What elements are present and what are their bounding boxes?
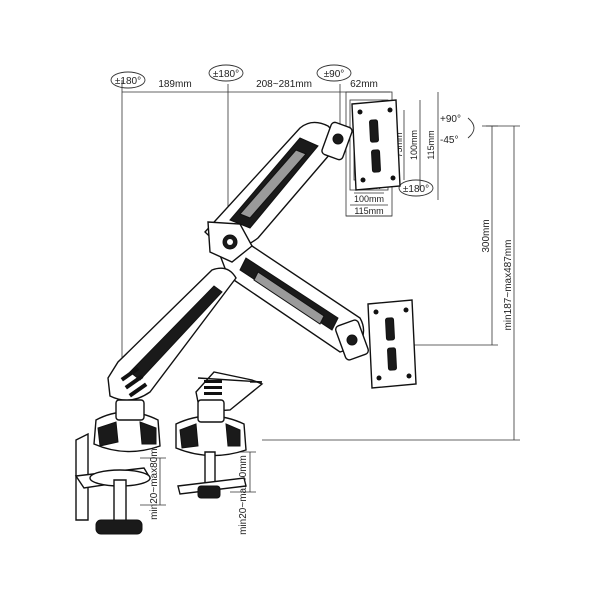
first-arm-length-label: 189mm: [158, 79, 191, 90]
vesa-115-vertical-label: 115mm: [426, 130, 436, 159]
desk-clamp: [74, 399, 161, 535]
tilt-arc-icon: [467, 117, 475, 139]
vesa-rotation-label: ±180°: [403, 184, 429, 195]
swivel-badge: ±90°: [316, 64, 352, 82]
swivel-label: ±90°: [324, 69, 345, 80]
vesa-100-vertical-label: 100mm: [409, 130, 419, 160]
dimension-lines: [121, 80, 520, 506]
arm-vent-slots: [120, 366, 148, 398]
rear-vent-slots: [204, 380, 222, 395]
base-rotation-label: ±180°: [115, 76, 141, 87]
lower-forearm: [217, 237, 370, 361]
desk-surface: [197, 377, 263, 383]
upper-vesa-plate: [351, 99, 401, 191]
lower-vesa-plate: [367, 299, 417, 389]
grommet-range-label: min20~max40mm: [238, 455, 249, 535]
vesa-115-horizontal-label: 115mm: [354, 206, 383, 216]
tilt-down-label: -45°: [440, 135, 458, 146]
middle-rotation-label: ±180°: [213, 69, 239, 80]
tilt-up-label: +90°: [440, 114, 461, 125]
tilt-indicator: +90° -45°: [440, 114, 475, 146]
clamp-range-label: min20~max80mm: [149, 440, 160, 520]
second-arm-length-label: 208~281mm: [256, 79, 312, 90]
upper-forearm: [204, 121, 353, 250]
base-rotation-badge: ±180°: [110, 71, 146, 89]
vesa-rotation-badge: ±180°: [398, 179, 434, 197]
head-offset-label: 62mm: [350, 79, 378, 90]
vesa-100-horizontal-label: 100mm: [354, 194, 384, 204]
vesa-75-vertical-label: 75mm: [394, 132, 404, 157]
middle-rotation-badge: ±180°: [208, 64, 244, 82]
spring-travel-label: 300mm: [481, 219, 492, 252]
grommet-mount: [175, 399, 247, 499]
height-range-label: min187~max487mm: [503, 240, 514, 331]
elbow-joint: [207, 221, 253, 263]
rotation-badges: ±180° ±180° ±90° ±180° +90° -45°: [110, 64, 475, 197]
